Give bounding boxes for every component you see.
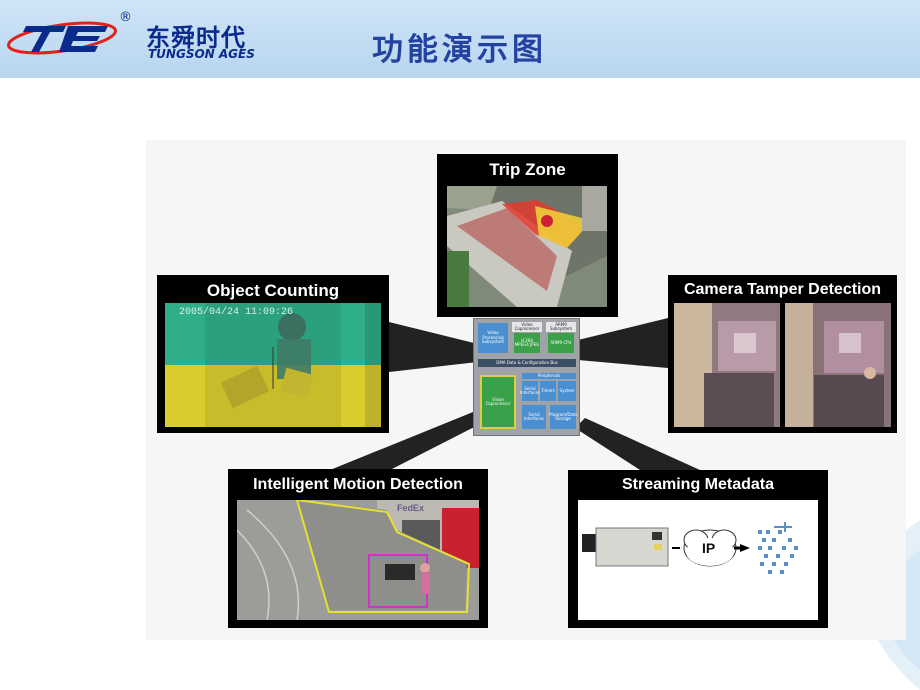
chip-vision-coprocessor: Vision Coprocessor: [480, 375, 516, 429]
motion-detection-camera-view: FedEx: [237, 500, 479, 620]
panel-trip-zone: Trip Zone: [437, 154, 618, 317]
panel-intelligent-motion-detection: Intelligent Motion Detection FedEx: [228, 469, 488, 628]
metadata-grid-icon: [758, 522, 798, 574]
panel-camera-tamper-detection: Camera Tamper Detection: [668, 275, 897, 433]
panel-object-counting: Object Counting 2005/04/24 11:09:26: [157, 275, 389, 433]
camera-icon: [582, 527, 669, 567]
chip-video-coprocessor: Video Coprocessor: [512, 322, 542, 332]
chip-peripheral-2: Timers: [540, 381, 556, 401]
chip-peripheral-5: Program/Data Storage: [549, 405, 577, 429]
fedex-sign: FedEx: [397, 503, 425, 513]
panel-title-streaming-metadata: Streaming Metadata: [621, 476, 775, 493]
panel-streaming-metadata: Streaming Metadata: [568, 470, 828, 628]
brand-name-chinese: 东舜时代: [146, 24, 246, 52]
ip-label: IP: [702, 540, 716, 556]
object-counting-timestamp: 2005/04/24 11:09:26: [179, 307, 294, 318]
cloud-icon: [683, 529, 737, 567]
ray-camera-tamper: [578, 318, 668, 368]
chip-peripherals-header: Peripherals: [522, 373, 576, 379]
chip-bus: DMA Data & Configuration Bus: [478, 359, 576, 367]
ray-motion-detection: [330, 410, 488, 470]
chip-peripheral-3: System: [558, 381, 576, 401]
chip-video-processing: Video Processing Subsystem: [478, 323, 508, 353]
slide-title: 功能演示图: [372, 32, 547, 68]
chip-h264: H.264 MPEG4 JPEG: [514, 333, 540, 353]
panel-title-trip-zone: Trip Zone: [489, 160, 566, 179]
trip-zone-camera-view: [447, 186, 607, 307]
chip-peripheral-1: Serial Interfaces: [520, 381, 540, 401]
brand-name-english: TUNGSON AGES: [148, 47, 255, 61]
chip-peripheral-4: Serial Interfaces: [522, 405, 546, 429]
processor-block-diagram: Video Processing Subsystem Video Coproce…: [473, 318, 580, 436]
ray-streaming-metadata: [575, 418, 700, 470]
chip-arm-subsystem: ARM9 Subsystem: [546, 322, 576, 332]
panel-title-camera-tamper: Camera Tamper Detection: [683, 281, 882, 298]
panel-title-motion-detection: Intelligent Motion Detection: [253, 476, 463, 493]
streaming-metadata-diagram: IP: [578, 500, 818, 620]
object-counting-camera-view: 2005/04/24 11:09:26: [165, 303, 381, 427]
chip-arm-cpu: ARM9 CPU: [548, 333, 574, 353]
camera-tamper-views: [674, 303, 891, 427]
panel-title-object-counting: Object Counting: [206, 281, 340, 300]
tungson-logo-icon: [6, 21, 118, 55]
header-bar: ® 东舜时代 TUNGSON AGES 功能演示图: [0, 0, 920, 78]
ray-object-counting: [389, 322, 478, 372]
registered-mark: ®: [119, 10, 132, 25]
